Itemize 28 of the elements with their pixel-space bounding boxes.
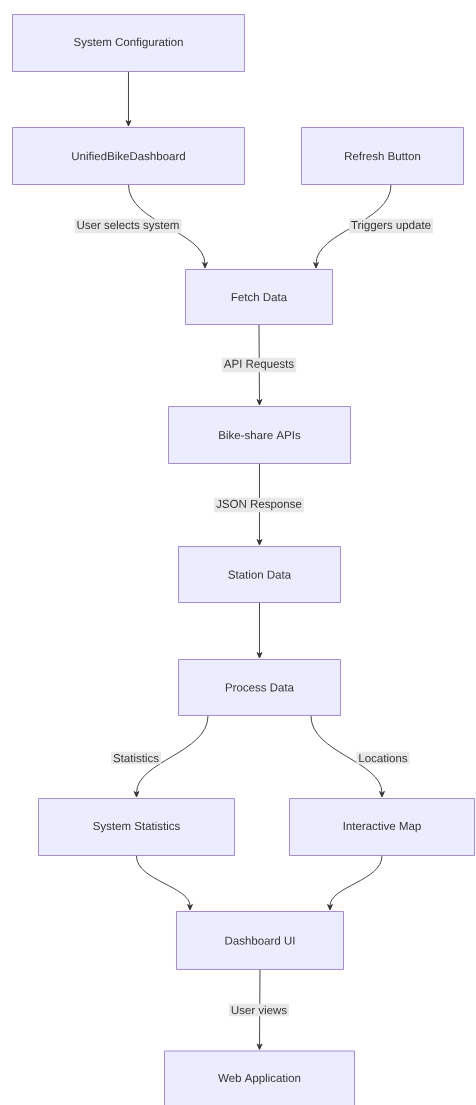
arrow: [313, 184, 392, 269]
arrow: [133, 715, 209, 798]
process-box: Process Data: [178, 659, 341, 716]
arrow: [136, 855, 193, 911]
edge-label: Statistics: [111, 751, 161, 765]
arrow: [125, 71, 132, 127]
arrow: [256, 324, 263, 406]
process-box: Fetch Data: [185, 269, 333, 325]
edge-label: JSON Response: [214, 497, 304, 513]
process-box: UnifiedBikeDashboard: [12, 127, 245, 185]
arrow: [256, 969, 263, 1050]
edge-label: API Requests: [221, 357, 297, 373]
arrow: [256, 463, 263, 546]
process-box: System Configuration: [12, 14, 245, 72]
process-box: System Statistics: [38, 798, 235, 856]
process-box: Refresh Button: [301, 127, 464, 185]
edge-label: Triggers update: [348, 218, 434, 234]
process-box: Interactive Map: [289, 798, 475, 856]
edge-label: Locations: [356, 751, 410, 765]
process-box: Bike-share APIs: [168, 406, 351, 464]
process-box: Dashboard UI: [176, 911, 344, 970]
arrow: [327, 855, 383, 911]
edge-label: User selects system: [74, 218, 182, 234]
arrow: [310, 715, 385, 798]
arrow: [256, 602, 263, 659]
edge-label: User views: [228, 1003, 290, 1017]
process-box: Web Application: [164, 1050, 355, 1105]
process-box: Station Data: [178, 546, 341, 603]
